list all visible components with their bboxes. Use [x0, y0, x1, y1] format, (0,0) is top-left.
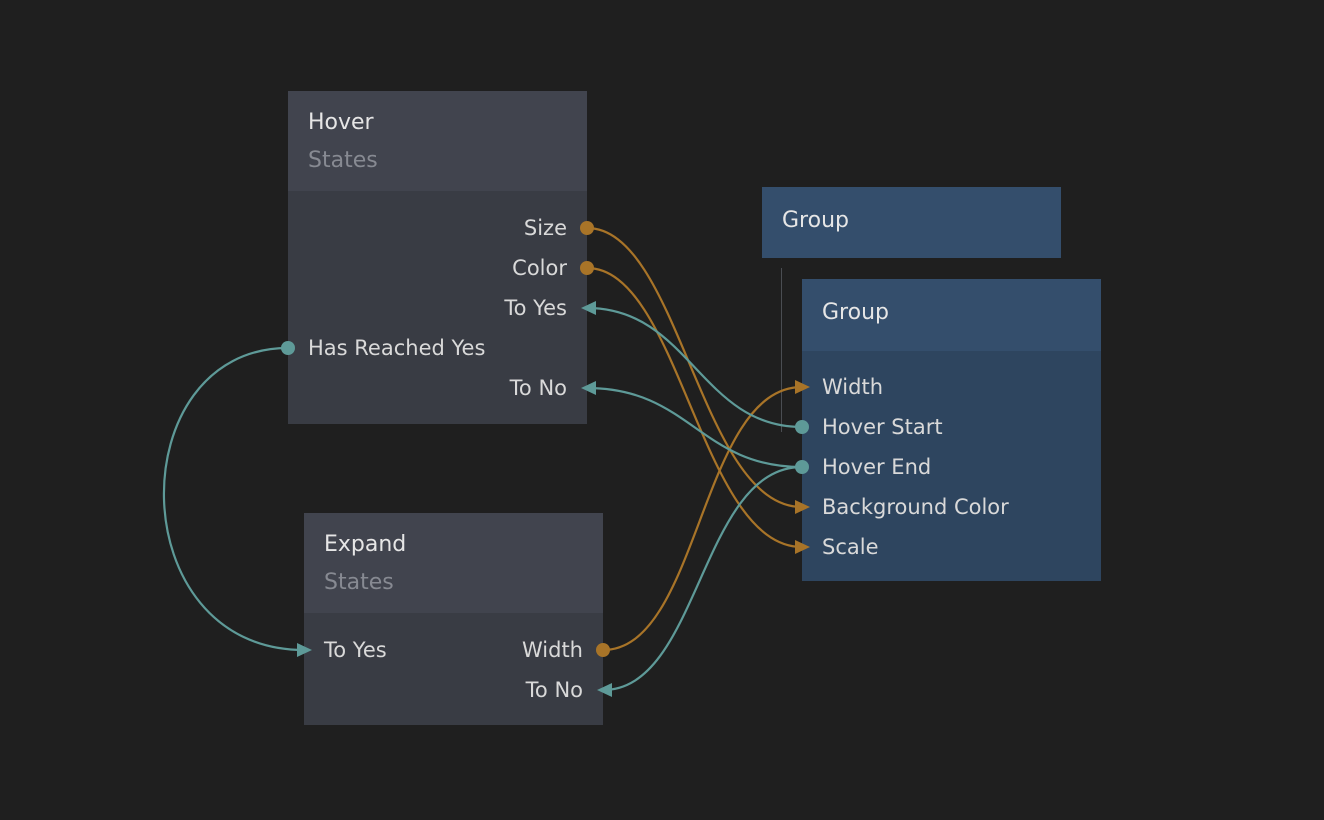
group-hierarchy-line — [781, 268, 782, 432]
wire-group-hover-start-to-hover-to-yes[interactable] — [585, 306, 804, 429]
expand-port-to-yes-label: To Yes — [324, 638, 387, 662]
group-port-hover-start-label: Hover Start — [822, 415, 943, 439]
hover-port-to-yes-label: To Yes — [504, 296, 567, 320]
hover-port-color-label: Color — [512, 256, 567, 280]
hover-states-node[interactable]: Hover States Size Color To Yes Has Reach… — [288, 91, 587, 424]
group-child-node[interactable]: Group Width Hover Start Hover End Backgr… — [802, 279, 1101, 581]
group-port-width-label: Width — [822, 375, 884, 399]
wire-hover-has-reached-yes-to-expand-to-yes[interactable] — [162, 346, 306, 652]
expand-node-header[interactable]: Expand States — [304, 513, 603, 613]
group-child-header[interactable]: Group — [802, 279, 1101, 351]
expand-node-title: Expand — [324, 532, 407, 557]
group-port-hover-end-label: Hover End — [822, 455, 932, 479]
hover-node-header[interactable]: Hover States — [288, 91, 587, 191]
wire-group-hover-end-to-hover-to-no[interactable] — [585, 386, 804, 469]
expand-port-width-label: Width — [521, 638, 583, 662]
wire-expand-width-to-group-width[interactable] — [601, 385, 804, 652]
hover-port-to-no-label: To No — [509, 376, 567, 400]
group-parent-header[interactable]: Group — [762, 187, 1061, 258]
expand-port-to-no-label: To No — [525, 678, 583, 702]
group-port-background-color-label: Background Color — [822, 495, 1009, 519]
wire-hover-color-to-group-scale[interactable] — [585, 266, 804, 549]
hover-port-has-reached-yes-label: Has Reached Yes — [308, 336, 486, 360]
expand-node-subtitle: States — [324, 570, 394, 595]
wire-hover-size-to-group-background-color[interactable] — [585, 226, 804, 509]
hover-node-title: Hover — [308, 110, 374, 135]
group-child-title: Group — [822, 300, 889, 325]
wire-group-hover-end-to-expand-to-no[interactable] — [601, 465, 804, 692]
group-parent-title: Group — [782, 208, 849, 233]
expand-states-node[interactable]: Expand States To Yes Width To No — [304, 513, 603, 725]
hover-node-subtitle: States — [308, 148, 378, 173]
hover-port-size-label: Size — [523, 216, 567, 240]
group-port-scale-label: Scale — [822, 535, 879, 559]
group-parent-node[interactable]: Group — [762, 187, 1061, 258]
